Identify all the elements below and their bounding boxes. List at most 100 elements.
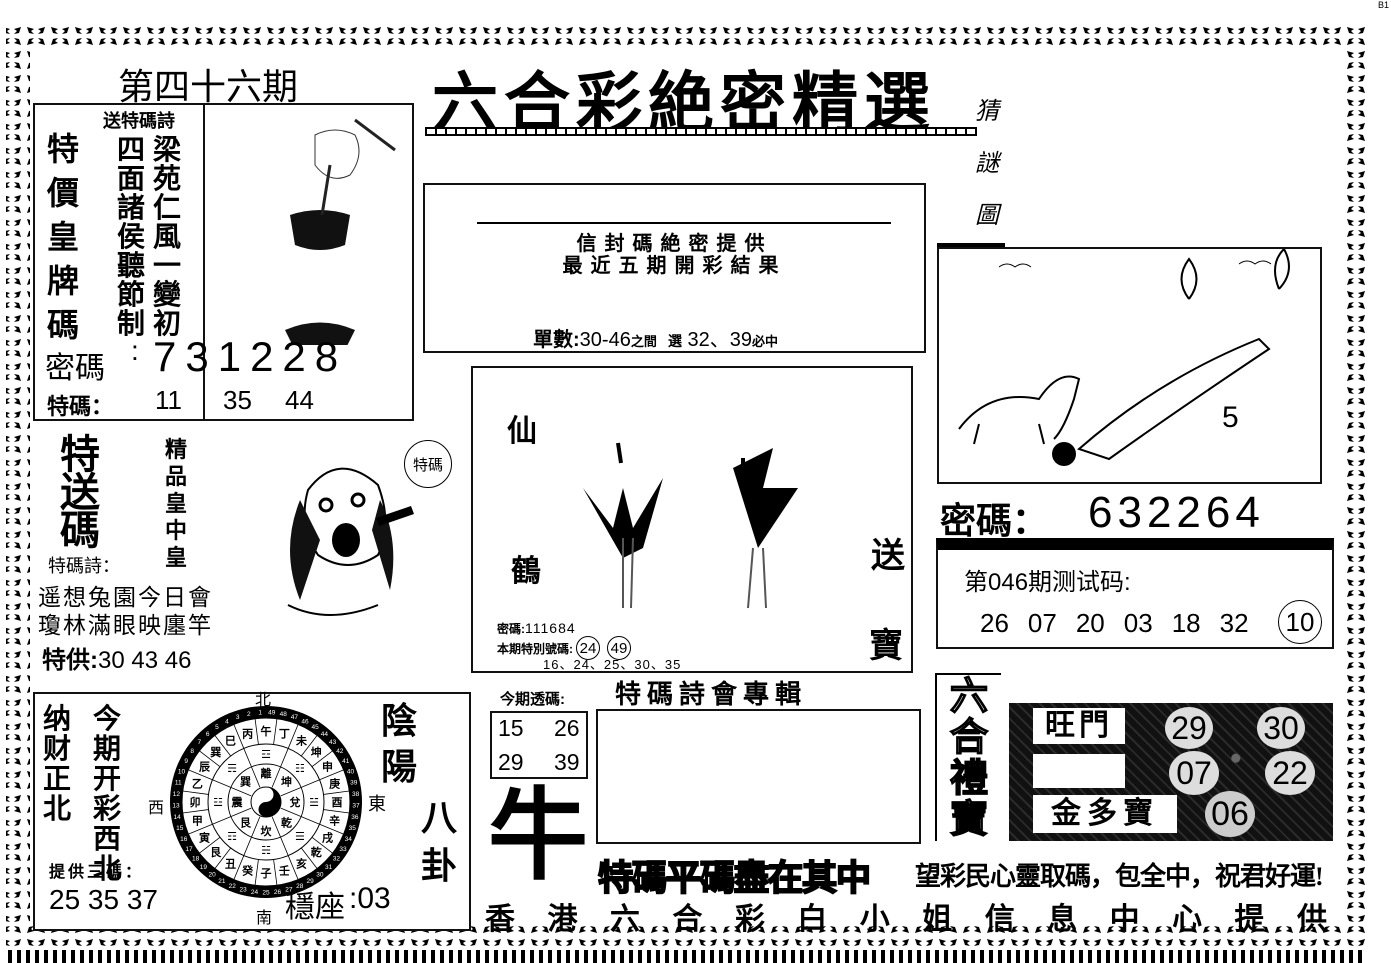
trigram-label: 艮 xyxy=(240,816,252,830)
brand-char: 禮 xyxy=(949,758,989,801)
barcode-bar xyxy=(611,950,615,963)
trigram-label: 乾 xyxy=(281,816,292,830)
test-number: 26 xyxy=(980,608,1009,638)
barcode-bar xyxy=(485,950,489,963)
title-char: 陽 xyxy=(381,747,418,787)
test-number: 20 xyxy=(1075,608,1105,638)
barcode-bar xyxy=(755,950,759,963)
barcode-bar xyxy=(1322,950,1326,963)
ring-number: 6 xyxy=(206,731,210,738)
envelope-box: 信封碼絶密提供 最近五期開彩結果 單數:30-46之間 選 32、39必中 xyxy=(423,183,926,353)
ring-number: 33 xyxy=(339,846,347,853)
ring-number: 39 xyxy=(350,779,358,786)
special-ball: 49 xyxy=(607,636,631,660)
mountain-label: 辛 xyxy=(329,813,340,827)
trigram-label: 坎 xyxy=(261,824,273,838)
barcode-bar xyxy=(1043,950,1047,963)
ring-number: 25 xyxy=(262,890,270,897)
barcode-bar xyxy=(548,950,552,963)
wealth-char: 正 xyxy=(43,763,72,794)
odd-label: 單數: xyxy=(533,329,580,351)
barcode-bar xyxy=(125,950,129,963)
barcode-bar xyxy=(1097,950,1101,963)
mountain-label: 酉 xyxy=(332,796,343,809)
draw-char: 西 xyxy=(93,823,122,854)
barcode-bar xyxy=(1295,950,1299,963)
barcode-bar xyxy=(152,950,156,963)
supply-numbers: 30 43 46 xyxy=(98,647,192,674)
draw-char: 开 xyxy=(93,763,122,794)
barcode-bar xyxy=(116,950,120,963)
barcode-bar xyxy=(935,950,939,963)
poem-char: 制 xyxy=(117,308,146,339)
barcode-bar xyxy=(1070,950,1074,963)
barcode-bar xyxy=(719,950,723,963)
barcode-bar xyxy=(1016,950,1020,963)
small-char: 精 xyxy=(165,437,188,462)
side-calligraphy: 猜 謎 圖 xyxy=(975,100,999,228)
supply-label: 特供: xyxy=(42,647,98,674)
odd-between: 之間 xyxy=(630,334,657,349)
barcode-bar xyxy=(953,950,957,963)
barcode-bar xyxy=(602,950,606,963)
poem-line-1: 遥想兔園今日會 xyxy=(38,585,213,610)
barcode-bar xyxy=(1214,950,1218,963)
barcode-bar xyxy=(1061,950,1065,963)
barcode-bar xyxy=(413,950,417,963)
ring-number: 16 xyxy=(180,836,188,843)
poem-char: 侯 xyxy=(117,221,146,252)
stamp-special: 特碼 xyxy=(404,440,452,488)
ring-number: 11 xyxy=(175,779,182,786)
barcode-bar xyxy=(845,950,849,963)
ring-number: 3 xyxy=(236,714,240,721)
barcode-bar xyxy=(98,950,102,963)
special-number: 35 xyxy=(223,385,252,415)
title-char: 牌 xyxy=(47,263,80,299)
test-code-title: 第046期测试码: xyxy=(964,569,1131,596)
ring-number: 30 xyxy=(316,872,324,879)
barcode-bar xyxy=(494,950,498,963)
title-char: 特 xyxy=(47,131,80,167)
circled-number: 10 xyxy=(1278,600,1322,644)
barcode-bar xyxy=(836,950,840,963)
slogan-right: 望彩民心靈取碼，包全中，祝君好運! xyxy=(915,862,1324,891)
wealth-char: 北 xyxy=(43,793,72,824)
lucky-label-door: 旺門 xyxy=(1033,708,1125,744)
barcode-bar xyxy=(1241,950,1245,963)
barcode-bar xyxy=(881,950,885,963)
mountain-label: 子 xyxy=(261,867,272,880)
right-code-label: 密碼： xyxy=(940,501,1049,541)
calligraphy-char: 圖 xyxy=(975,203,999,229)
stable-label: 穩座 xyxy=(285,891,345,924)
barcode-bar xyxy=(989,950,993,963)
ring-number: 17 xyxy=(185,846,193,853)
barcode-bar xyxy=(791,950,795,963)
barcode-bar xyxy=(143,950,147,963)
barcode-bar xyxy=(1268,950,1272,963)
poem-line-2: 瓊林滿眼映廛竿 xyxy=(38,613,213,638)
poem-char: 苑 xyxy=(153,163,182,194)
ring-number: 15 xyxy=(176,825,184,832)
big-char: 碼 xyxy=(60,509,100,553)
barcode-bar xyxy=(737,950,741,963)
brand-char: 六 xyxy=(949,676,989,719)
title-char: 卦 xyxy=(421,846,458,886)
barcode-bar xyxy=(620,950,624,963)
mountain-label: 乙 xyxy=(192,778,203,791)
barcode-bar xyxy=(665,950,669,963)
pick-numbers: 32、39 xyxy=(687,329,753,351)
trigram-symbol: ☱ xyxy=(309,797,319,809)
barcode-bar xyxy=(1106,950,1110,963)
barcode-bar xyxy=(584,950,588,963)
code-value: 731228 xyxy=(153,333,348,380)
trigram-symbol: ☲ xyxy=(261,749,271,761)
barcode-bar xyxy=(647,950,651,963)
ring-number: 36 xyxy=(351,814,359,821)
lucky-box: 旺門 金多寶 29 30 07 22 06 xyxy=(1009,703,1333,841)
special-number: 44 xyxy=(285,385,314,415)
dog-illustration xyxy=(287,467,414,616)
reveal-box: 15 26 29 39 xyxy=(490,711,588,779)
barcode-bar xyxy=(692,950,696,963)
ring-number: 7 xyxy=(198,739,202,746)
yin-yang-title: 陰陽 xyxy=(381,698,417,790)
